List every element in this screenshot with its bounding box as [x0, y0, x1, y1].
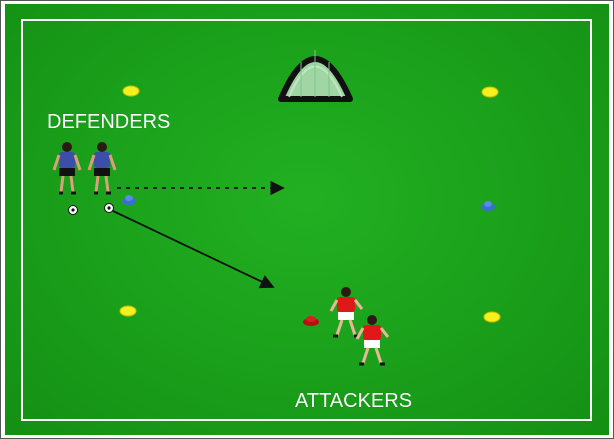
- attackers-label: ATTACKERS: [295, 390, 412, 413]
- solid-pass-arrow: [113, 211, 273, 287]
- red-cone: [303, 316, 319, 326]
- yellow-cone-bottom-right: [484, 312, 500, 322]
- yellow-cone-top-left: [123, 86, 139, 96]
- defender-player-2: [89, 142, 115, 193]
- defender-player-1: [54, 142, 80, 193]
- goal: [281, 50, 350, 99]
- yellow-cone-top-right: [482, 87, 498, 97]
- pitch-drawing: [5, 4, 609, 435]
- blue-cone-left: [122, 195, 136, 205]
- defenders-label: DEFENDERS: [47, 111, 170, 134]
- yellow-cone-bottom-left: [120, 306, 136, 316]
- attacker-player-1: [331, 287, 362, 336]
- pitch: DEFENDERS ATTACKERS: [5, 4, 609, 435]
- ball-right: [105, 204, 114, 213]
- attacker-player-2: [357, 315, 388, 364]
- blue-cone-right: [481, 201, 495, 211]
- ball-left: [69, 206, 78, 215]
